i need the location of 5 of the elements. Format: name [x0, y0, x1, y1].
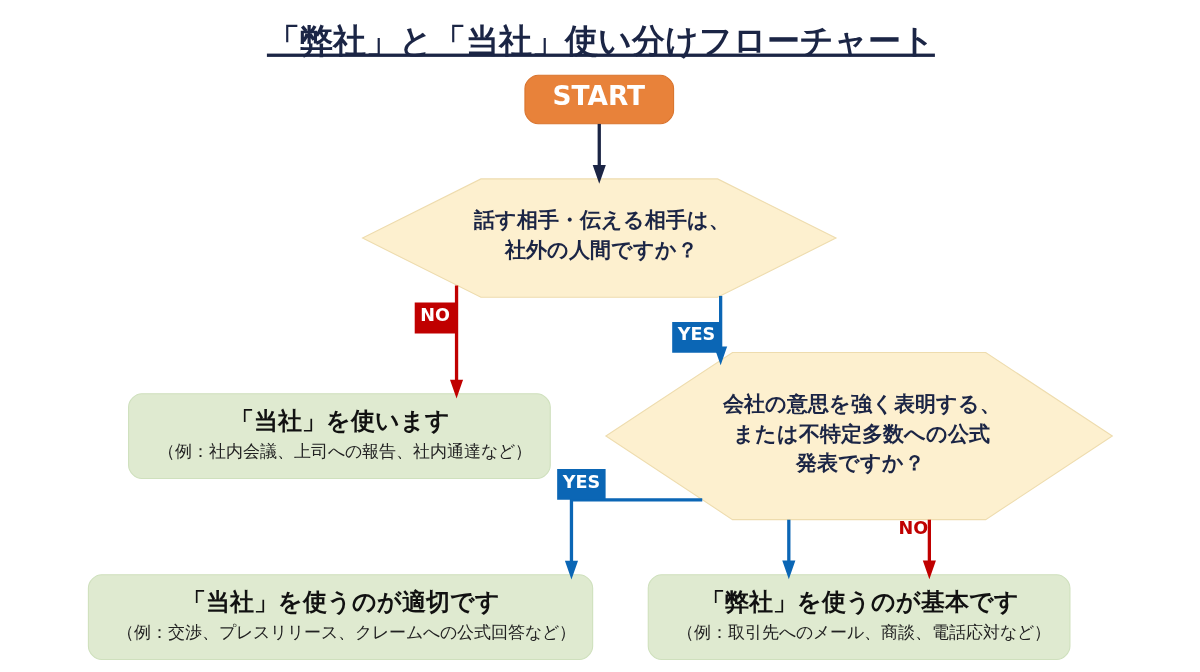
diagram-title: 「弊社」と「当社」使い分けフローチャート	[266, 20, 935, 60]
edge-label: NO	[419, 305, 450, 326]
edge-label: NO	[898, 518, 928, 539]
edge-label: YES	[677, 324, 715, 345]
edge-label: YES	[562, 471, 600, 492]
